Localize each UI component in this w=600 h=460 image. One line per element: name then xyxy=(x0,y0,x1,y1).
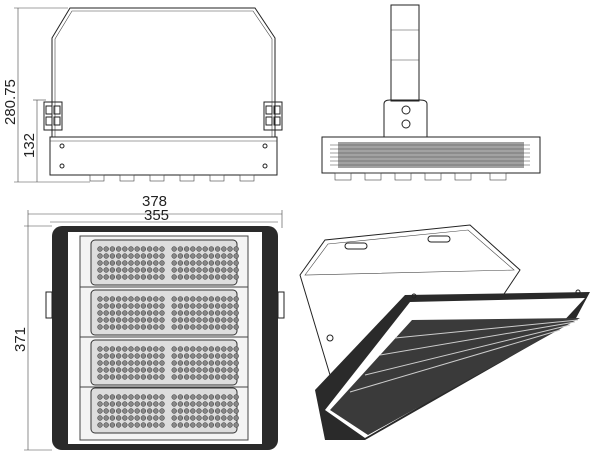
led-module xyxy=(80,239,248,288)
side-view xyxy=(321,4,541,181)
isometric-view xyxy=(299,224,590,440)
dim-overall-height: 280.75 xyxy=(2,79,19,125)
panel-front-view: 378 355 371 xyxy=(12,193,285,451)
led-module xyxy=(80,339,248,388)
iso-led-panel xyxy=(330,318,580,435)
dim-panel-height: 371 xyxy=(12,327,29,352)
housing-body xyxy=(49,136,278,176)
dim-panel-width: 355 xyxy=(144,207,169,224)
mount-post xyxy=(390,4,420,102)
mount-bracket-left xyxy=(43,101,63,131)
front-view: 280.75 132 xyxy=(2,7,283,183)
mount-plate xyxy=(383,99,428,137)
mount-bracket-right xyxy=(263,101,283,131)
led-module xyxy=(80,289,248,338)
bracket-outline xyxy=(51,7,276,138)
dim-body-height: 132 xyxy=(21,133,38,158)
led-module xyxy=(90,387,239,434)
dim-overall-width: 378 xyxy=(142,193,167,210)
